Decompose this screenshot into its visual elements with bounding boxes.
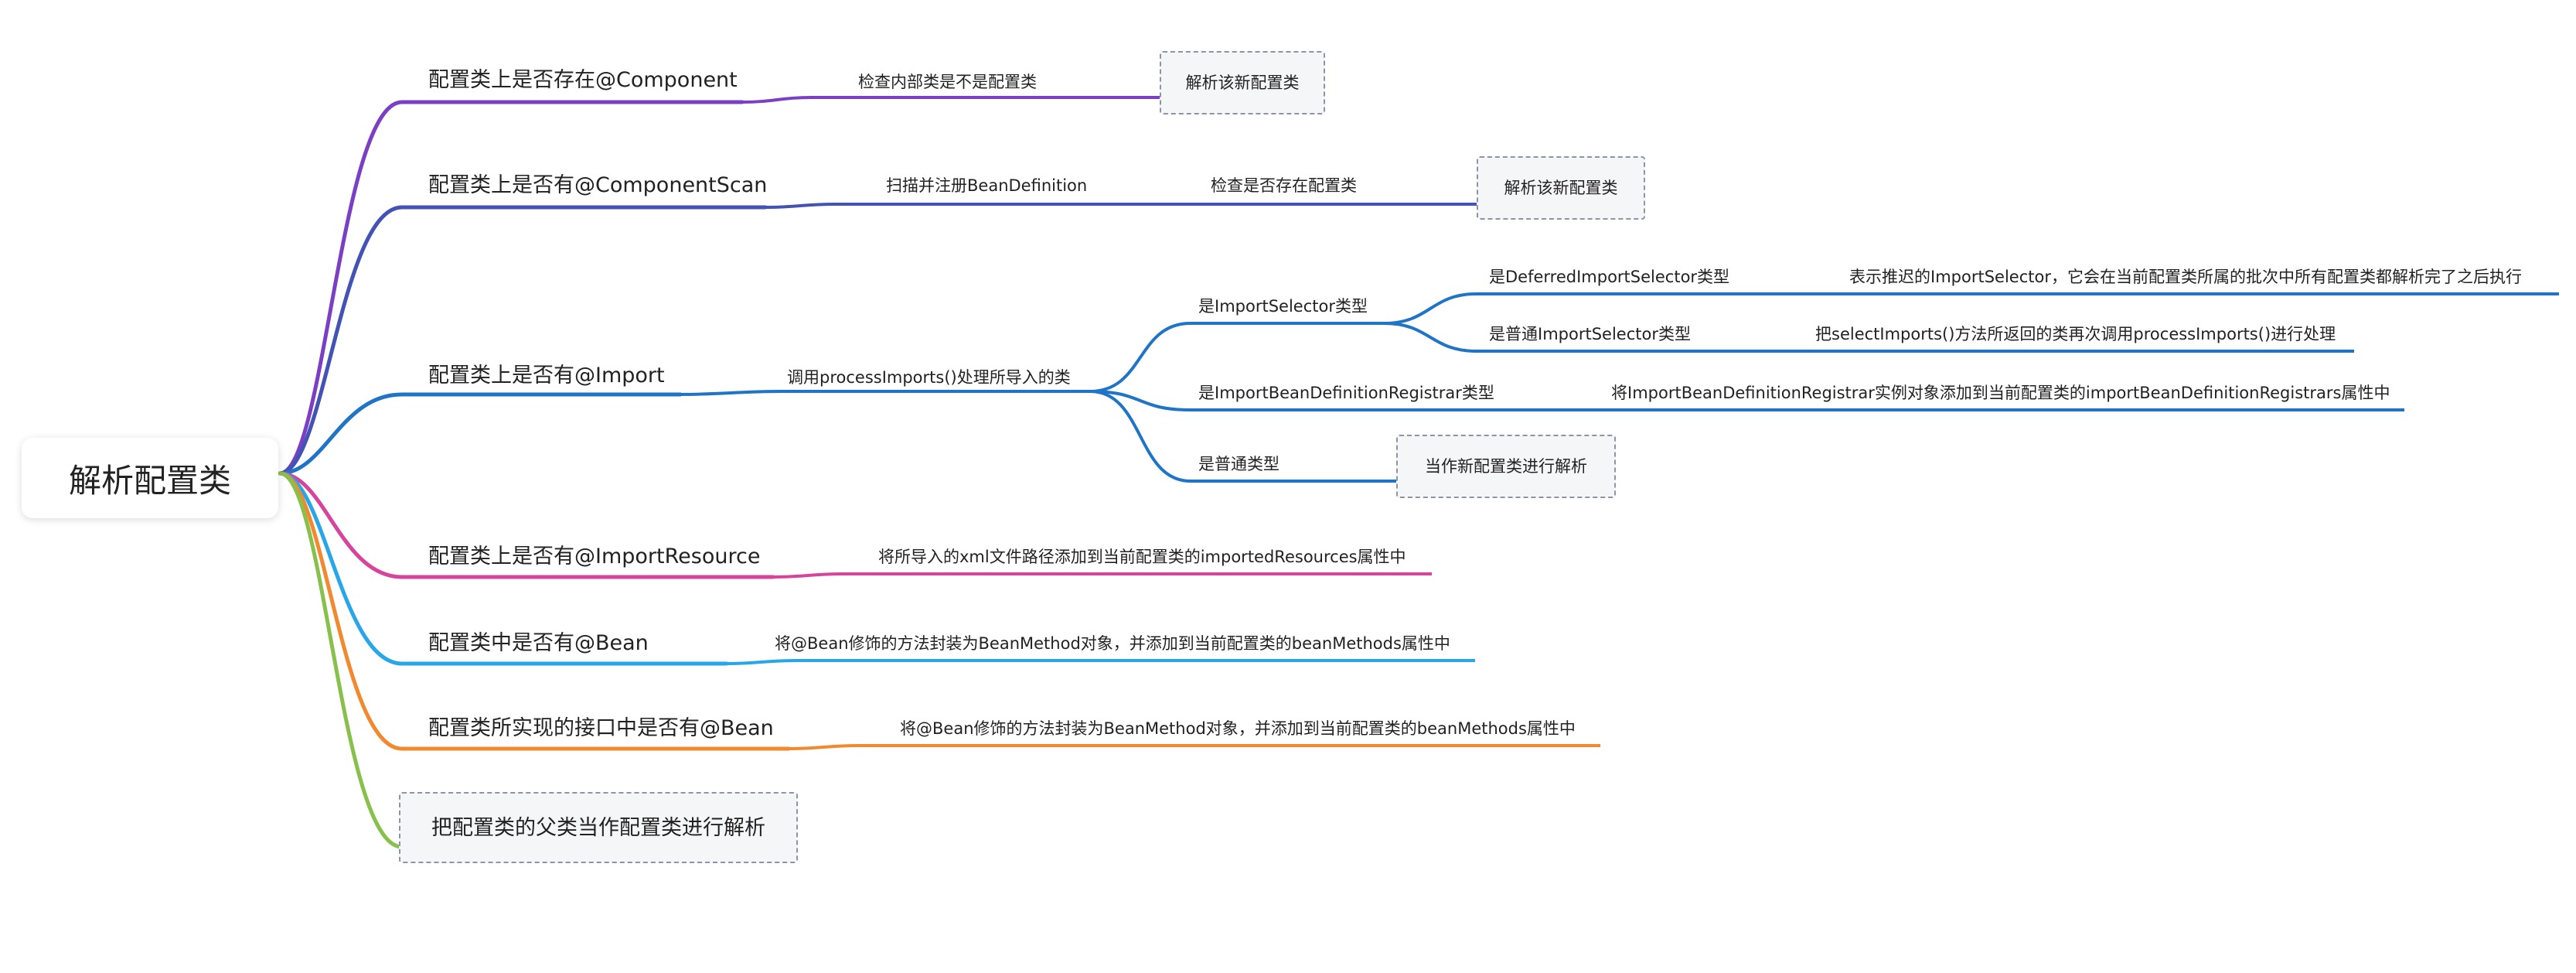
edge-import-normal (1089, 390, 1376, 483)
node-component-parse-label: 解析该新配置类 (1185, 73, 1300, 92)
node-importresource-desc[interactable]: 将所导入的xml文件路径添加到当前配置类的importedResources属性… (878, 548, 1406, 566)
edge-cs-scan (765, 203, 1160, 209)
node-component-check[interactable]: 检查内部类是不是配置类 (858, 73, 1037, 91)
edge-selector-normal (1383, 322, 1786, 353)
node-interface-bean[interactable]: 配置类所实现的接口中是否有@Bean (428, 716, 774, 740)
edge-import (278, 392, 683, 476)
node-importresource[interactable]: 配置类上是否有@ImportResource (428, 545, 761, 568)
edge-component (278, 100, 745, 476)
edge-import-process (680, 390, 1090, 396)
edge-interface-bean-desc (788, 744, 1600, 750)
edge-superclass (278, 471, 786, 849)
node-component-parse[interactable]: 解析该新配置类 (1160, 51, 1325, 114)
node-cs-parse[interactable]: 解析该新配置类 (1477, 156, 1645, 220)
node-import-deferred-desc[interactable]: 表示推迟的ImportSelector，它会在当前配置类所属的批次中所有配置类都… (1849, 268, 2522, 286)
node-import-normal[interactable]: 是普通类型 (1198, 455, 1279, 473)
node-interface-bean-desc[interactable]: 将@Bean修饰的方法封装为BeanMethod对象，并添加到当前配置类的bea… (900, 719, 1576, 738)
edge-import-registrar (1089, 390, 1577, 411)
edge-importresource-desc (772, 572, 1432, 579)
node-superclass[interactable]: 把配置类的父类当作配置类进行解析 (399, 792, 798, 863)
node-import-selector[interactable]: 是ImportSelector类型 (1198, 297, 1368, 316)
node-import-normal-selector-desc[interactable]: 把selectImports()方法所返回的类再次调用processImport… (1815, 325, 2336, 343)
node-import-normal-desc-label: 当作新配置类进行解析 (1425, 456, 1587, 476)
root-label: 解析配置类 (68, 461, 231, 500)
edge-component-check (741, 96, 1160, 104)
root-node[interactable]: 解析配置类 (22, 438, 278, 518)
edge-import-selector (1089, 322, 1384, 393)
node-import-normal-selector[interactable]: 是普通ImportSelector类型 (1489, 325, 1691, 343)
edge-interface-bean (278, 471, 791, 751)
node-import-deferred[interactable]: 是DeferredImportSelector类型 (1489, 268, 1730, 286)
edge-importresource (278, 471, 775, 579)
node-bean[interactable]: 配置类中是否有@Bean (428, 631, 649, 655)
node-import-registrar[interactable]: 是ImportBeanDefinitionRegistrar类型 (1198, 384, 1494, 402)
node-import-normal-desc[interactable]: 当作新配置类进行解析 (1396, 435, 1616, 498)
node-bean-desc[interactable]: 将@Bean修饰的方法封装为BeanMethod对象，并添加到当前配置类的bea… (775, 634, 1450, 653)
node-import-process[interactable]: 调用processImports()处理所导入的类 (787, 368, 1071, 387)
edge-componentscan (278, 205, 768, 476)
edge-selector-deferred (1383, 292, 1817, 325)
node-cs-parse-label: 解析该新配置类 (1504, 178, 1618, 197)
node-component[interactable]: 配置类上是否存在@Component (428, 68, 738, 92)
edge-bean-desc (726, 659, 1475, 665)
node-superclass-label: 把配置类的父类当作配置类进行解析 (431, 815, 765, 840)
node-cs-check[interactable]: 检查是否存在配置类 (1211, 176, 1357, 195)
node-import-registrar-desc[interactable]: 将ImportBeanDefinitionRegistrar实例对象添加到当前配… (1611, 384, 2390, 402)
edge-bean (278, 471, 729, 666)
node-import[interactable]: 配置类上是否有@Import (428, 364, 665, 387)
node-componentscan[interactable]: 配置类上是否有@ComponentScan (428, 173, 768, 197)
node-cs-scan[interactable]: 扫描并注册BeanDefinition (886, 176, 1088, 195)
